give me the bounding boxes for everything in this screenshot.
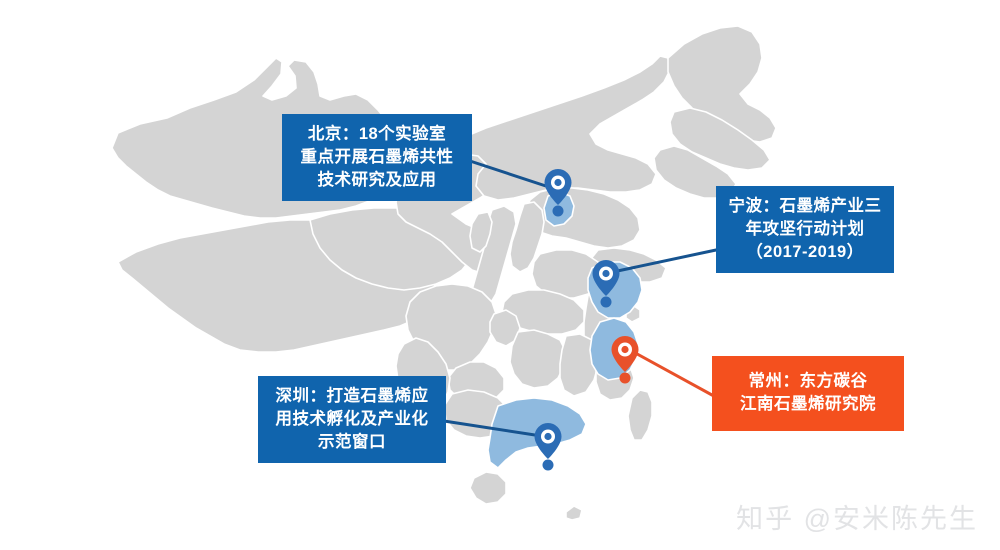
callout-shenzhen[interactable]: 深圳：打造石墨烯应 用技术孵化及产业化 示范窗口 [258,376,446,464]
watermark: 知乎 @安米陈先生 [736,504,978,534]
ningbo-map-pin[interactable] [592,260,620,308]
region-chongqing [489,309,521,347]
map-pins [534,169,639,471]
region-offshore-islets [565,505,583,521]
callout-ningbo[interactable]: 宁波：石墨烯产业三 年攻坚行动计划 （2017-2019） [716,186,894,274]
connector-changzhou [626,347,714,397]
callout-beijing[interactable]: 北京：18个实验室 重点开展石墨烯共性 技术研究及应用 [282,114,472,202]
region-hainan [469,471,507,505]
callout-changzhou[interactable]: 常州：东方碳谷 江南石墨烯研究院 [712,356,904,431]
region-hunan [509,329,567,389]
region-jilin [669,107,771,171]
region-ningxia [469,211,493,253]
beijing-map-pin[interactable] [544,169,572,217]
connector-ningbo [606,248,718,275]
region-inner-mongolia [439,55,671,201]
connector-beijing [468,159,560,192]
shenzhen-map-pin[interactable] [534,423,562,471]
region-shanxi [509,201,545,273]
region-taiwan [627,389,653,441]
changzhou-map-pin[interactable] [611,336,639,384]
connector-lines [442,159,718,439]
connector-shenzhen [442,419,550,439]
